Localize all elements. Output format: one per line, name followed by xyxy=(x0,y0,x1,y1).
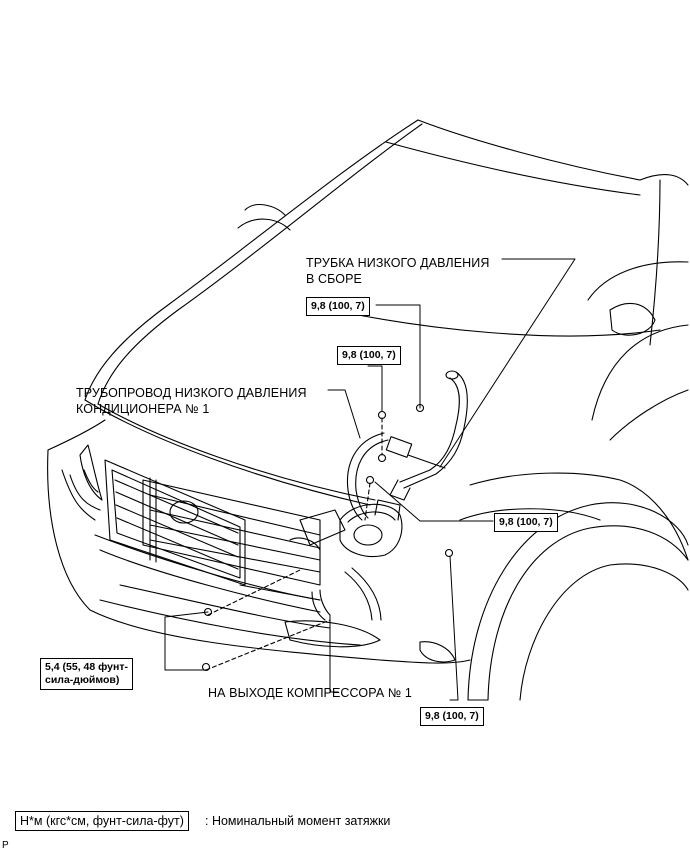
dashed-guides xyxy=(205,417,383,671)
condenser-outline xyxy=(142,477,321,601)
ac-pipe-low-pressure xyxy=(346,432,446,521)
torque-value-box-small-bolt: 5,4 (55, 48 фунт- сила-дюймов) xyxy=(40,658,133,690)
compressor-outline xyxy=(289,499,403,558)
grille-outline xyxy=(104,459,246,586)
ac-pipe-label-line2: КОНДИЦИОНЕРА № 1 xyxy=(76,402,210,416)
bumper-outline xyxy=(47,419,471,664)
torque-value-line1: 5,4 (55, 48 фунт- xyxy=(45,661,128,673)
body-outline xyxy=(309,174,689,561)
torque-value-box: 9,8 (100, 7) xyxy=(306,297,370,316)
leader-lines xyxy=(164,258,576,701)
headlight-outline xyxy=(79,444,103,501)
figure-code: P xyxy=(2,840,9,851)
torque-value-line2: сила-дюймов) xyxy=(45,674,120,686)
torque-value-box: 9,8 (100, 7) xyxy=(494,513,558,532)
low-pressure-tube-label-line1: ТРУБКА НИЗКОГО ДАВЛЕНИЯ xyxy=(306,256,490,270)
legend-unit-box: Н*м (кгс*см, фунт-сила-фут) xyxy=(15,811,189,831)
low-pressure-tube-label-line2: В СБОРЕ xyxy=(306,272,362,286)
discharge-hose xyxy=(311,567,382,621)
torque-value-box: 9,8 (100, 7) xyxy=(337,346,401,365)
legend-description: : Номинальный момент затяжки xyxy=(205,814,391,828)
hood-outline xyxy=(84,119,641,506)
wheel-outline xyxy=(467,502,689,701)
ac-pipe-label-line1: ТРУБОПРОВОД НИЗКОГО ДАВЛЕНИЯ xyxy=(76,386,307,400)
compressor-outlet-label: НА ВЫХОДЕ КОМПРЕССОРА № 1 xyxy=(208,686,412,700)
torque-value-box: 9,8 (100, 7) xyxy=(420,707,484,726)
low-pressure-tube xyxy=(389,370,468,501)
